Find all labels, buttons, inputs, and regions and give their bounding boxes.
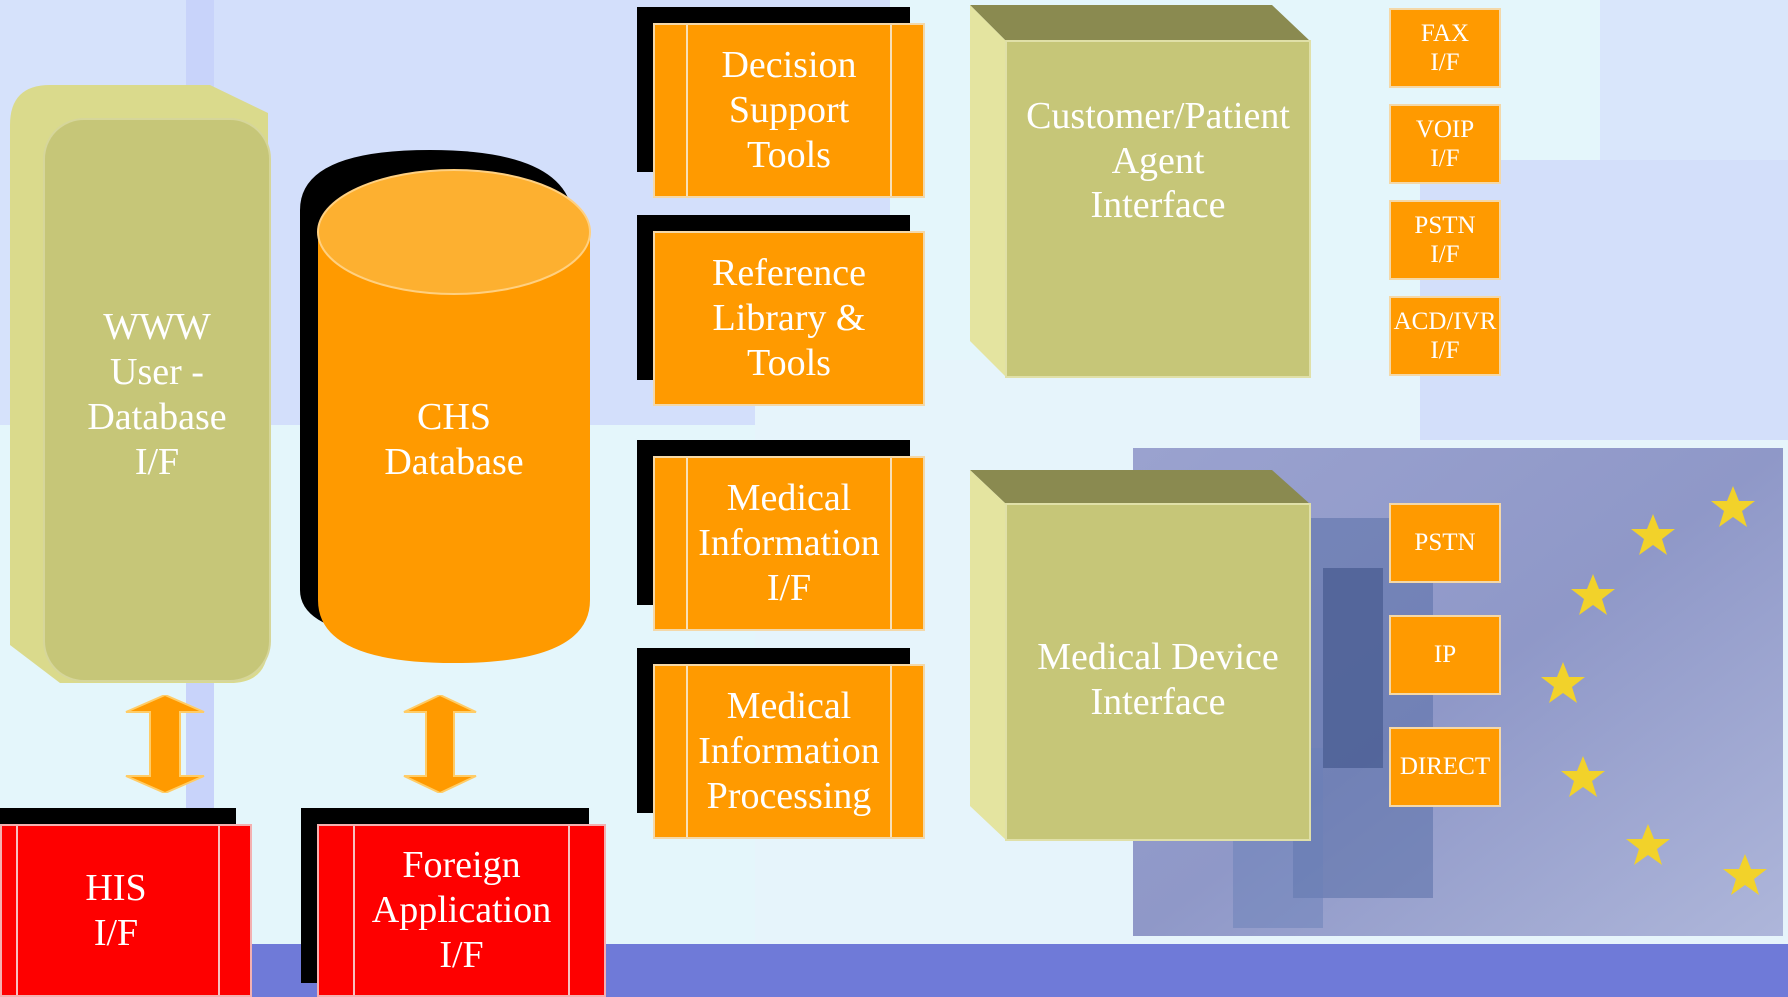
footer-band [0, 944, 1788, 997]
medical-device-interface-label: Medical Device Interface [1037, 636, 1279, 723]
direct-tag: DIRECT [1389, 727, 1501, 807]
www-interface-label: WWW User - Database I/F [87, 306, 227, 483]
customer-patient-agent-box: Customer/Patient Agent Interface [970, 5, 1312, 378]
his-if-label: HIS I/F [85, 866, 147, 954]
chs-database-cylinder [300, 150, 591, 663]
chs-database-label: CHS Database [384, 396, 524, 483]
medical-device-interface-box: Medical Device Interface [970, 470, 1312, 842]
decision-support-label: Decision Support Tools [721, 44, 857, 176]
his-if-box: HIS I/F [0, 808, 260, 997]
voip-if-tag: VOIP I/F [1389, 104, 1501, 184]
pstn-if-tag: PSTN I/F [1389, 200, 1501, 280]
reference-library-label: Reference Library & Tools [712, 252, 866, 384]
medical-information-processing-label: Medical Information Processing [698, 685, 880, 817]
background-panel-right-top [1600, 0, 1788, 160]
customer-patient-agent-label: Customer/Patient Agent Interface [1026, 94, 1290, 227]
ip-tag: IP [1389, 615, 1501, 695]
www-interface-shape [10, 85, 271, 683]
acd-ivr-if-tag: ACD/IVR I/F [1389, 296, 1501, 376]
pstn-tag: PSTN [1389, 503, 1501, 583]
foreign-application-if-label: Foreign Application I/F [371, 844, 552, 976]
double-arrow-right [403, 695, 477, 793]
foreign-application-if-box: Foreign Application I/F [301, 808, 606, 997]
double-arrow-left [125, 695, 205, 793]
fax-if-tag: FAX I/F [1389, 8, 1501, 88]
medical-information-if-label: Medical Information I/F [698, 477, 880, 609]
